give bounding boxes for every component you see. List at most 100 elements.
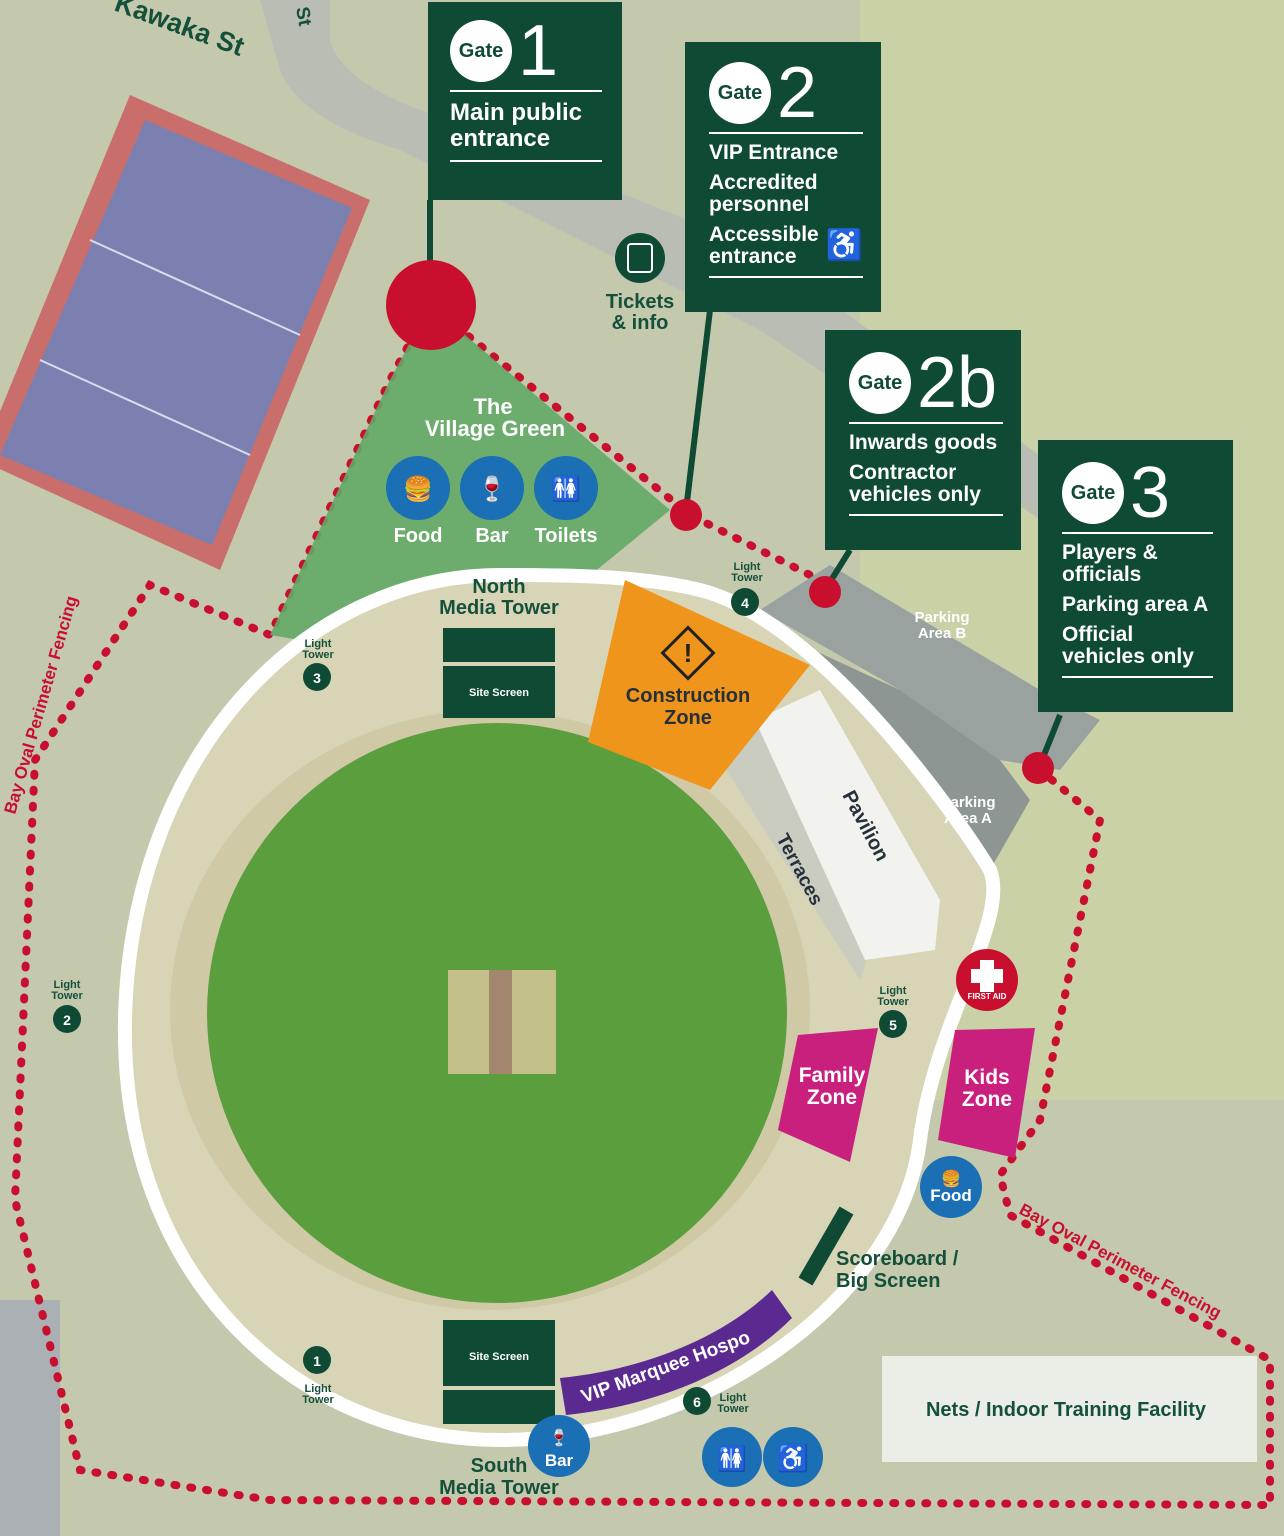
parking-a-line1: Parking <box>940 794 995 811</box>
svg-text:Tower: Tower <box>731 572 763 584</box>
svg-text:Tower: Tower <box>51 990 83 1002</box>
gate-1-card[interactable]: Gate 1 Main public entrance <box>428 2 622 200</box>
first-aid-station[interactable]: FIRST AID <box>956 949 1018 1011</box>
gate-1-pill: Gate <box>450 20 512 82</box>
kids-zone[interactable] <box>938 1028 1035 1158</box>
toilets-amenity-south[interactable]: 🚻 <box>702 1427 762 1487</box>
parking-area-b <box>760 565 1100 770</box>
svg-text:Light: Light <box>54 979 81 991</box>
gate-2b-pill: Gate <box>849 352 911 414</box>
wheelchair-icon: ♿ <box>777 1443 809 1473</box>
buildings-west <box>0 1300 60 1536</box>
gate-2-pill: Gate <box>709 62 771 124</box>
construction-zone-line2: Zone <box>664 707 712 729</box>
gate-1-marker[interactable] <box>386 260 476 350</box>
north-site-screen-label: Site Screen <box>469 687 529 699</box>
gate-3-card[interactable]: Gate 3 Players & officials Parking area … <box>1038 440 1233 712</box>
pavilion-building <box>755 690 940 960</box>
svg-text:6: 6 <box>693 1394 701 1410</box>
gate-2-line2: Accredited personnel <box>709 171 818 216</box>
svg-text:Tower: Tower <box>717 1403 749 1415</box>
burger-icon: 🍔 <box>403 475 433 503</box>
kids-zone-line2: Zone <box>962 1088 1012 1111</box>
svg-text:5: 5 <box>889 1017 897 1033</box>
other-st-label: St <box>291 5 315 28</box>
first-aid-label: FIRST AID <box>968 992 1007 1001</box>
gate-1-number: 1 <box>518 11 559 91</box>
svg-text:Light: Light <box>880 985 907 997</box>
tickets-line2: & info <box>612 312 669 334</box>
gate-3-line2: Parking area A <box>1062 593 1209 616</box>
south-media-line2: Media Tower <box>439 1477 559 1499</box>
terraces-area <box>720 700 880 980</box>
drinks-icon: 🍷 <box>477 475 507 503</box>
vg-bar-label: Bar <box>475 525 509 547</box>
parking-a-line2: Area A <box>944 810 992 827</box>
food-amenity-east[interactable]: 🍔 Food <box>920 1156 982 1218</box>
gate-2-line3: Accessible entrance <box>709 223 819 268</box>
burger-icon: 🍔 <box>941 1169 961 1188</box>
bar-south-label: Bar <box>545 1451 574 1470</box>
warning-icon: ! <box>660 625 716 681</box>
north-media-line1: North <box>472 576 525 598</box>
gate-1-text: Main public entrance <box>450 99 582 152</box>
north-site-screen-top <box>443 628 555 662</box>
bar-amenity-south[interactable]: 🍷 Bar <box>528 1415 590 1477</box>
light-tower-3: 3 Light Tower <box>302 638 335 691</box>
vg-bar-amenity[interactable]: 🍷 Bar <box>460 456 524 547</box>
vg-food-label: Food <box>394 525 443 547</box>
north-site-screen <box>443 666 555 718</box>
gate-2-number: 2 <box>777 53 818 133</box>
svg-text:2: 2 <box>63 1012 71 1028</box>
drinks-icon: 🍷 <box>549 1428 569 1447</box>
village-green-line1: The <box>473 394 512 419</box>
gate-2b-line2: Contractor vehicles only <box>849 461 981 506</box>
gate-2-card[interactable]: Gate 2 VIP Entrance Accredited personnel… <box>685 42 881 312</box>
village-green-line2: Village Green <box>425 416 565 441</box>
svg-text:Light: Light <box>305 1383 332 1395</box>
svg-text:3: 3 <box>313 670 321 686</box>
gate-2b-marker[interactable] <box>809 576 841 608</box>
construction-zone[interactable] <box>588 580 810 790</box>
accessible-amenity-south[interactable]: ♿ <box>763 1427 823 1487</box>
gate-3-line1: Players & officials <box>1062 541 1158 586</box>
cricket-pitch <box>489 970 512 1074</box>
nets-label: Nets / Indoor Training Facility <box>926 1399 1207 1421</box>
gate-3-pill: Gate <box>1062 462 1124 524</box>
gate-2b-card[interactable]: Gate 2b Inwards goods Contractor vehicle… <box>825 330 1021 550</box>
kids-zone-line1: Kids <box>964 1066 1010 1089</box>
vg-toilets-amenity[interactable]: 🚻 Toilets <box>534 456 598 547</box>
svg-text:Tower: Tower <box>302 649 334 661</box>
family-zone[interactable] <box>778 1028 878 1162</box>
tickets-info-point[interactable]: Tickets & info <box>606 233 675 334</box>
tickets-line1: Tickets <box>606 291 675 313</box>
light-tower-1: 1 Light Tower <box>302 1346 335 1406</box>
scoreboard-line2: Big Screen <box>836 1270 940 1292</box>
gate-2b-number: 2b <box>917 343 998 423</box>
gate-3-number: 3 <box>1130 453 1171 533</box>
vg-food-amenity[interactable]: 🍔 Food <box>386 456 450 547</box>
toilets-icon: 🚻 <box>551 475 581 503</box>
scoreboard-screen <box>798 1206 854 1286</box>
gate-3-marker[interactable] <box>1022 752 1054 784</box>
svg-text:Light: Light <box>720 1392 747 1404</box>
light-tower-5: 5 Light Tower <box>877 985 910 1038</box>
south-site-screen <box>443 1320 555 1386</box>
family-zone-line1: Family <box>799 1064 866 1087</box>
svg-text:Tower: Tower <box>877 996 909 1008</box>
svg-text:Light: Light <box>734 561 761 573</box>
light-tower-4: 4 Light Tower <box>731 561 764 616</box>
nets-building[interactable] <box>882 1356 1257 1462</box>
hockey-turf <box>0 95 370 570</box>
food-east-label: Food <box>930 1186 972 1205</box>
svg-text:!: ! <box>684 638 693 668</box>
gate-3-line3: Official vehicles only <box>1062 623 1194 668</box>
gate-2-marker[interactable] <box>670 499 702 531</box>
gate-2b-line1: Inwards goods <box>849 431 998 454</box>
svg-text:Light: Light <box>305 638 332 650</box>
vip-marquee-area[interactable] <box>560 1290 792 1415</box>
parking-b-line2: Area B <box>918 625 967 642</box>
north-media-line2: Media Tower <box>439 597 559 619</box>
toilets-icon: 🚻 <box>717 1445 747 1473</box>
